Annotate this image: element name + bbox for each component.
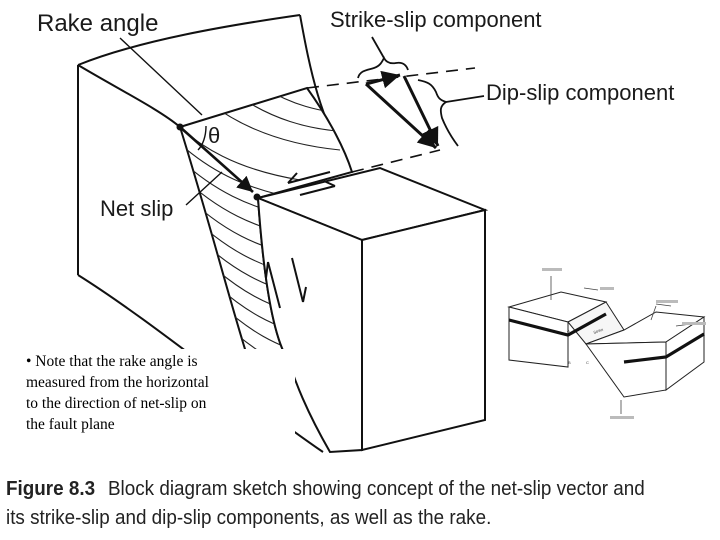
dip-slip-label: Dip-slip component: [486, 80, 674, 105]
net-slip-label: Net slip: [100, 196, 173, 221]
dip-motion-arrows: [265, 257, 307, 309]
inset-point-a: A: [567, 328, 570, 333]
strike-motion-arrows: [287, 171, 336, 196]
net-slip-leader: [185, 171, 223, 206]
hangingwall-block: [254, 166, 489, 454]
inset-point-b: B: [568, 360, 571, 365]
slip-components-triangle: [364, 70, 440, 150]
rake-angle-label: Rake angle: [37, 10, 158, 37]
strike-slip-label: Strike-slip component: [330, 7, 542, 32]
dip-slip-brace: [417, 79, 485, 147]
strike-slip-brace: [357, 36, 409, 79]
net-slip-vector: [176, 123, 261, 201]
rake-angle-leader: [119, 37, 203, 116]
theta-symbol: θ: [208, 123, 220, 148]
rake-angle-note: • Note that the rake angle is measured f…: [22, 349, 295, 437]
inset-tiny-labels: [542, 268, 706, 419]
inset-point-c: C: [586, 360, 589, 365]
figure-caption-text: Block diagram sketch showing concept of …: [6, 477, 645, 529]
inset-fault-diagram: A B C Strike: [507, 268, 706, 419]
inset-strike-label: Strike: [593, 326, 605, 334]
figure-number: Figure 8.3: [6, 477, 96, 500]
